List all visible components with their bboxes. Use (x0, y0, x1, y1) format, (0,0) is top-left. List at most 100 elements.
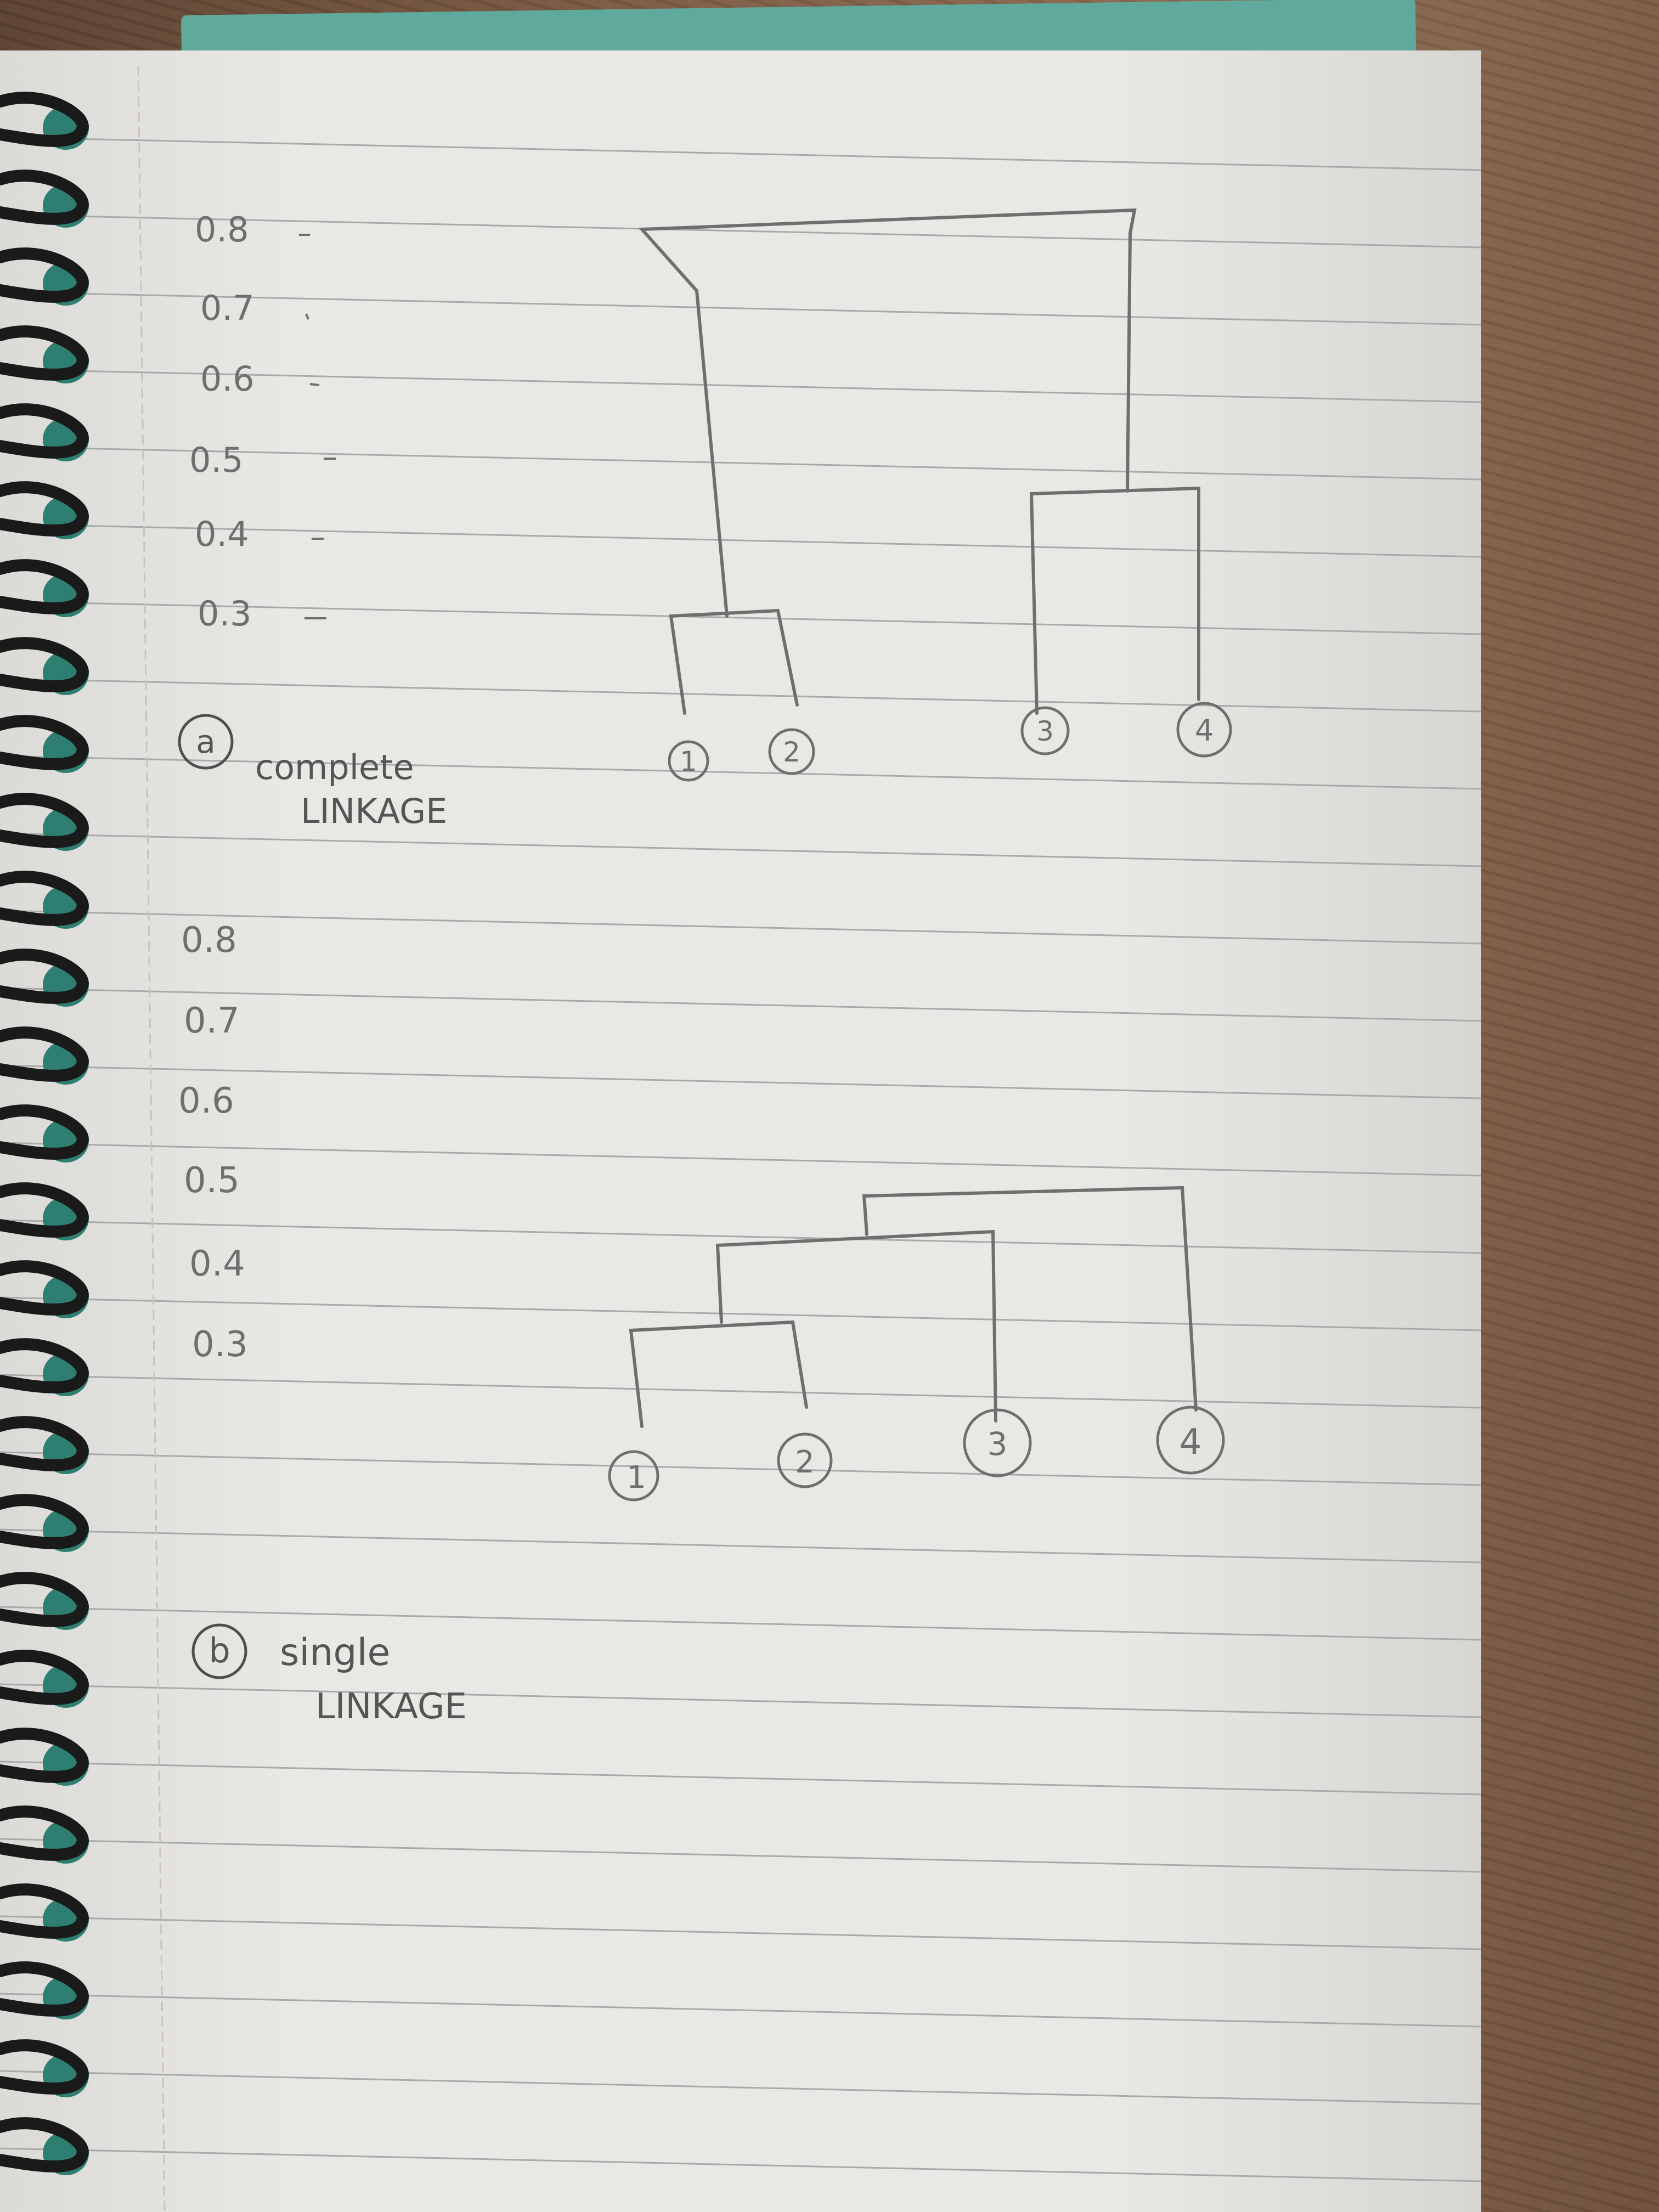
leaf-label: 1 (627, 1460, 646, 1496)
ruled-line (0, 1528, 1482, 1564)
panel-a-complete-linkage: 0.8 0.7 0.6 0.5 0.4 0.3 1 (178, 208, 1232, 831)
spiral-ring (0, 1026, 89, 1082)
spiral-ring (0, 1182, 89, 1238)
ruled-line (0, 1683, 1482, 1718)
ruled-line (0, 523, 1482, 558)
ruled-line (0, 1064, 1482, 1099)
leaf-node: 4 (1176, 702, 1232, 758)
panel-label: a (196, 723, 216, 760)
spiral-ring (0, 637, 89, 692)
ruled-line (0, 1915, 1482, 1950)
ruled-line (0, 136, 1482, 171)
leaf-node: 4 (1156, 1406, 1225, 1475)
caption-line-1: single (280, 1631, 390, 1674)
ruled-line (0, 910, 1482, 945)
ruled-line (0, 1838, 1482, 1873)
spiral-ring (0, 793, 89, 848)
ruled-line (0, 1606, 1482, 1641)
merge-link-3-4 (1029, 486, 1200, 715)
axis-tick-label: 0.7 (200, 288, 255, 328)
merge-link-12-3 (715, 1229, 997, 1423)
axis-tick-label: 0.6 (178, 1081, 234, 1121)
spiral-binding (0, 92, 89, 2175)
ruled-line (0, 1219, 1482, 1254)
ruled-line (0, 600, 1482, 635)
panel-a-axis: 0.8 0.7 0.6 0.5 0.4 0.3 (189, 210, 336, 634)
leaf-node: 2 (777, 1432, 833, 1488)
ruled-line (0, 755, 1482, 790)
spiral-ring (0, 1416, 89, 1471)
axis-tick-label: 0.7 (184, 1001, 240, 1041)
spiral-ring (0, 247, 89, 303)
leaf-label: 3 (988, 1425, 1008, 1463)
spiral-ring (0, 1260, 89, 1316)
merge-link-1-2 (629, 1320, 808, 1428)
ruled-line (0, 2147, 1482, 2182)
caption-line-1: complete (255, 747, 414, 787)
ruled-line (0, 832, 1482, 867)
spiral-ring (0, 2117, 89, 2172)
spiral-ring (0, 1728, 89, 1783)
spiral-ring (0, 481, 89, 537)
axis-tick-label: 0.5 (184, 1160, 240, 1201)
ruled-line (0, 368, 1482, 403)
panel-b-axis: 0.8 0.7 0.6 0.5 0.4 0.3 (178, 920, 248, 1365)
spiral-ring (0, 1961, 89, 2017)
ruled-lines (0, 136, 1482, 2182)
panel-a-caption: a complete LINKAGE (178, 714, 447, 831)
axis-tick-label: 0.8 (195, 210, 249, 250)
ruled-line (0, 678, 1482, 713)
axis-tick-label: 0.3 (198, 594, 252, 634)
spiral-ring (0, 403, 89, 459)
caption-line-2: LINKAGE (315, 1686, 467, 1727)
panel-a-dendrogram (638, 208, 1200, 715)
leaf-label: 2 (783, 736, 800, 768)
spiral-ring (0, 1104, 89, 1160)
ruled-line (0, 213, 1482, 249)
ruled-line (0, 445, 1482, 481)
leaf-label: 2 (795, 1444, 815, 1480)
spiral-ring (0, 1572, 89, 1627)
panel-label: b (208, 1630, 230, 1671)
spiral-ring (0, 715, 89, 770)
axis-tick-label: 0.6 (200, 359, 255, 399)
axis-tick-label: 0.4 (189, 1244, 245, 1284)
axis-tick-label: 0.8 (181, 920, 237, 961)
spiral-ring (0, 1650, 89, 1705)
ruled-line (0, 1374, 1482, 1409)
ruled-line (0, 1760, 1482, 1796)
ruled-line (0, 987, 1482, 1022)
spiral-ring (0, 559, 89, 614)
ruled-line (0, 1142, 1482, 1177)
leaf-label: 4 (1180, 1422, 1202, 1463)
ruled-line (0, 1296, 1482, 1331)
leaf-node: 2 (768, 728, 815, 775)
spiral-ring (0, 170, 89, 225)
leaf-node: 1 (668, 740, 709, 782)
panel-label-circle (178, 714, 234, 770)
axis-tick-mark (305, 313, 309, 320)
ruled-line (0, 1993, 1482, 2028)
panel-a-leaves: 1 2 3 4 (668, 702, 1232, 782)
leaf-label: 3 (1036, 715, 1054, 747)
axis-tick-label: 0.5 (189, 440, 244, 480)
spiral-ring (0, 1338, 89, 1393)
spiral-ring (0, 949, 89, 1004)
panel-label-circle (191, 1623, 247, 1679)
axis-tick-mark (309, 383, 320, 386)
spiral-ring (0, 1494, 89, 1549)
axis-tick-label: 0.4 (195, 514, 249, 554)
spiral-ring (0, 92, 89, 147)
spiral-ring (0, 1883, 89, 1939)
spiral-ring (0, 871, 89, 926)
leaf-node: 1 (608, 1450, 659, 1502)
axis-tick-label: 0.3 (192, 1324, 248, 1365)
leaf-label: 1 (680, 746, 697, 777)
margin-line (137, 65, 166, 2212)
merge-link-123-4 (862, 1186, 1198, 1412)
spiral-ring (0, 2039, 89, 2095)
panel-b-leaves: 1 2 3 4 (608, 1406, 1225, 1502)
ruled-line (0, 1451, 1482, 1486)
merge-link-root (638, 208, 1137, 618)
